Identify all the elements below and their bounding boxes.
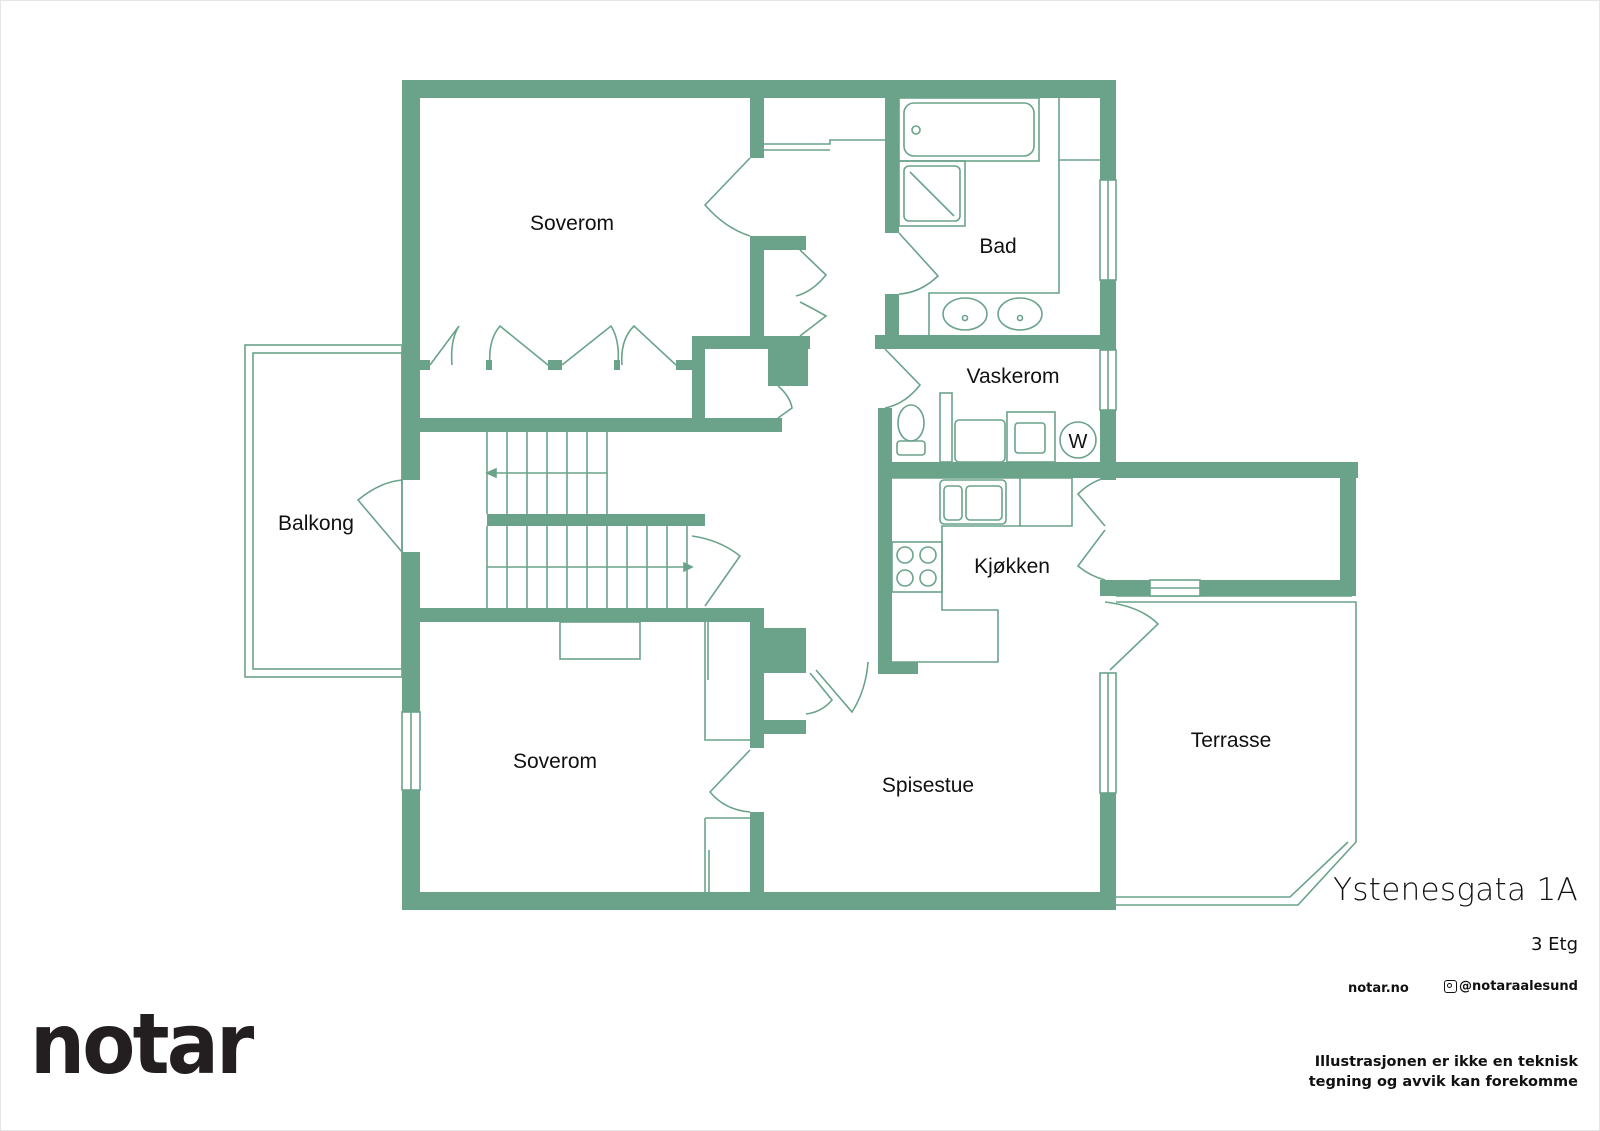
instagram-icon <box>1444 980 1458 993</box>
room-label-soverom-north: Soverom <box>529 212 615 235</box>
room-label-spisestue: Spisestue <box>881 774 975 797</box>
fixtures-lines <box>244 97 1357 906</box>
website-link[interactable]: notar.no <box>1348 981 1409 996</box>
address-title: Ystenesgata 1A <box>1333 872 1578 908</box>
room-label-balkong: Balkong <box>278 512 354 535</box>
walls <box>402 80 1358 910</box>
room-label-soverom-south: Soverom <box>512 750 598 773</box>
disclaimer-line-2: tegning og avvik kan forekomme <box>1308 1074 1578 1090</box>
room-label-vaskerom: Vaskerom <box>966 365 1060 388</box>
washer-label: W <box>1069 431 1088 453</box>
notar-logo: notar <box>30 995 254 1093</box>
floor-label: 3 Etg <box>1530 934 1578 955</box>
disclaimer: Illustrasjonen er ikke en teknisk tegnin… <box>1309 1052 1578 1092</box>
room-label-kjokken: Kjøkken <box>974 555 1050 578</box>
room-label-bad: Bad <box>979 235 1017 258</box>
instagram-handle-text: @notaraalesund <box>1459 979 1578 994</box>
room-label-terrasse: Terrasse <box>1190 729 1272 752</box>
instagram-handle[interactable]: @notaraalesund <box>1444 979 1578 994</box>
disclaimer-line-1: Illustrasjonen er ikke en teknisk <box>1314 1054 1578 1070</box>
